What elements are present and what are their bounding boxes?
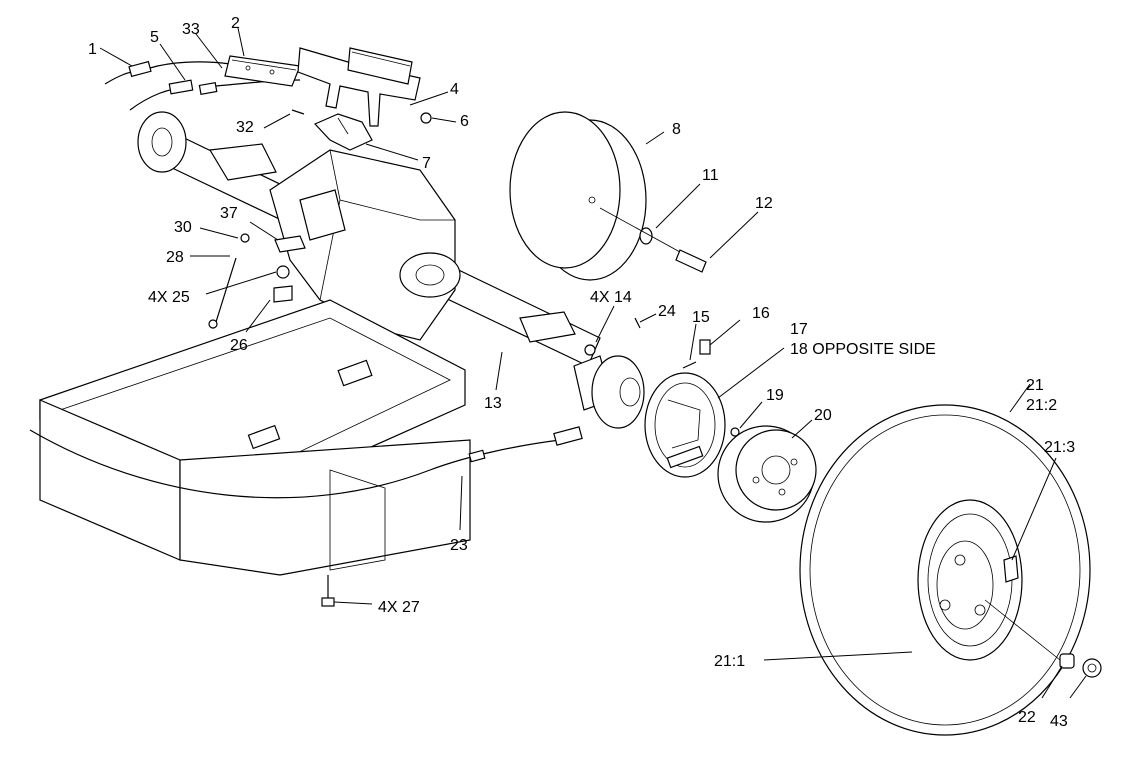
callout-37: 37	[220, 205, 238, 222]
callout-11: 11	[702, 167, 719, 184]
bracket-part-7	[313, 113, 373, 151]
callout-4: 4	[450, 81, 459, 98]
callout-4x-25: 4X 25	[148, 289, 190, 306]
cable-part-23	[29, 426, 583, 499]
bolt-part-12	[599, 207, 707, 273]
clamp-part-26	[273, 285, 293, 303]
bolt-part-32	[291, 109, 305, 115]
callout-20: 20	[814, 407, 832, 424]
callout-21-2: 21:2	[1026, 397, 1057, 414]
callout-21: 21	[1026, 377, 1044, 394]
callout-2: 2	[231, 15, 240, 32]
leader-lines	[99, 27, 1087, 699]
screw-part-19	[730, 427, 740, 437]
frame-deck	[39, 299, 471, 576]
callout-13: 13	[484, 395, 502, 412]
bolt-part-27	[321, 575, 335, 607]
callout-23: 23	[450, 537, 468, 554]
brake-cable-part-1	[104, 60, 231, 85]
axle-line	[984, 599, 1061, 661]
callout-12: 12	[755, 195, 773, 212]
callout-28: 28	[166, 249, 184, 266]
wheel-weight-part-8	[509, 111, 647, 281]
nut-part-14	[584, 344, 596, 356]
callout-6: 6	[460, 113, 469, 130]
hub-part-hub	[573, 355, 645, 429]
screw-part-30	[240, 233, 250, 243]
bracket-part-4	[297, 47, 421, 127]
brake-cable-part-5	[129, 79, 301, 111]
callout-15: 15	[692, 309, 710, 326]
transmission-housing	[269, 149, 461, 341]
nut-part-16	[699, 339, 711, 355]
callout-8: 8	[672, 121, 681, 138]
nut-part-25	[276, 265, 290, 279]
cap-part-43	[1082, 658, 1102, 678]
callout-24: 24	[658, 303, 676, 320]
callout-33: 33	[182, 21, 200, 38]
callout-32: 32	[236, 119, 254, 136]
callout-16: 16	[752, 305, 770, 322]
callout-43: 43	[1050, 713, 1068, 730]
wheel-tire-part-21	[799, 404, 1091, 736]
callout-4x-14: 4X 14	[590, 289, 632, 306]
callout-21-1: 21:1	[714, 653, 745, 670]
bracket-part-2	[224, 55, 301, 87]
callout-1: 1	[88, 41, 97, 58]
callout-18-opposite-side: 18 OPPOSITE SIDE	[790, 341, 936, 358]
rod-part-28	[208, 257, 237, 329]
brake-drum-part-20	[717, 425, 817, 523]
callout-17: 17	[790, 321, 808, 338]
callout-21-3: 21:3	[1044, 439, 1075, 456]
callout-22: 22	[1018, 709, 1036, 726]
pin-part-15	[682, 361, 697, 369]
callout-30: 30	[174, 219, 192, 236]
callout-19: 19	[766, 387, 784, 404]
pin-part-24	[634, 317, 641, 329]
callout-26: 26	[230, 337, 248, 354]
clip-part-37	[274, 235, 306, 253]
callout-4x-27: 4X 27	[378, 599, 420, 616]
callout-7: 7	[422, 155, 431, 172]
lug-nut-part-22	[1059, 653, 1075, 669]
brake-assembly-part-17	[644, 372, 726, 478]
callout-5: 5	[150, 29, 159, 46]
nut-part-6	[420, 112, 432, 124]
